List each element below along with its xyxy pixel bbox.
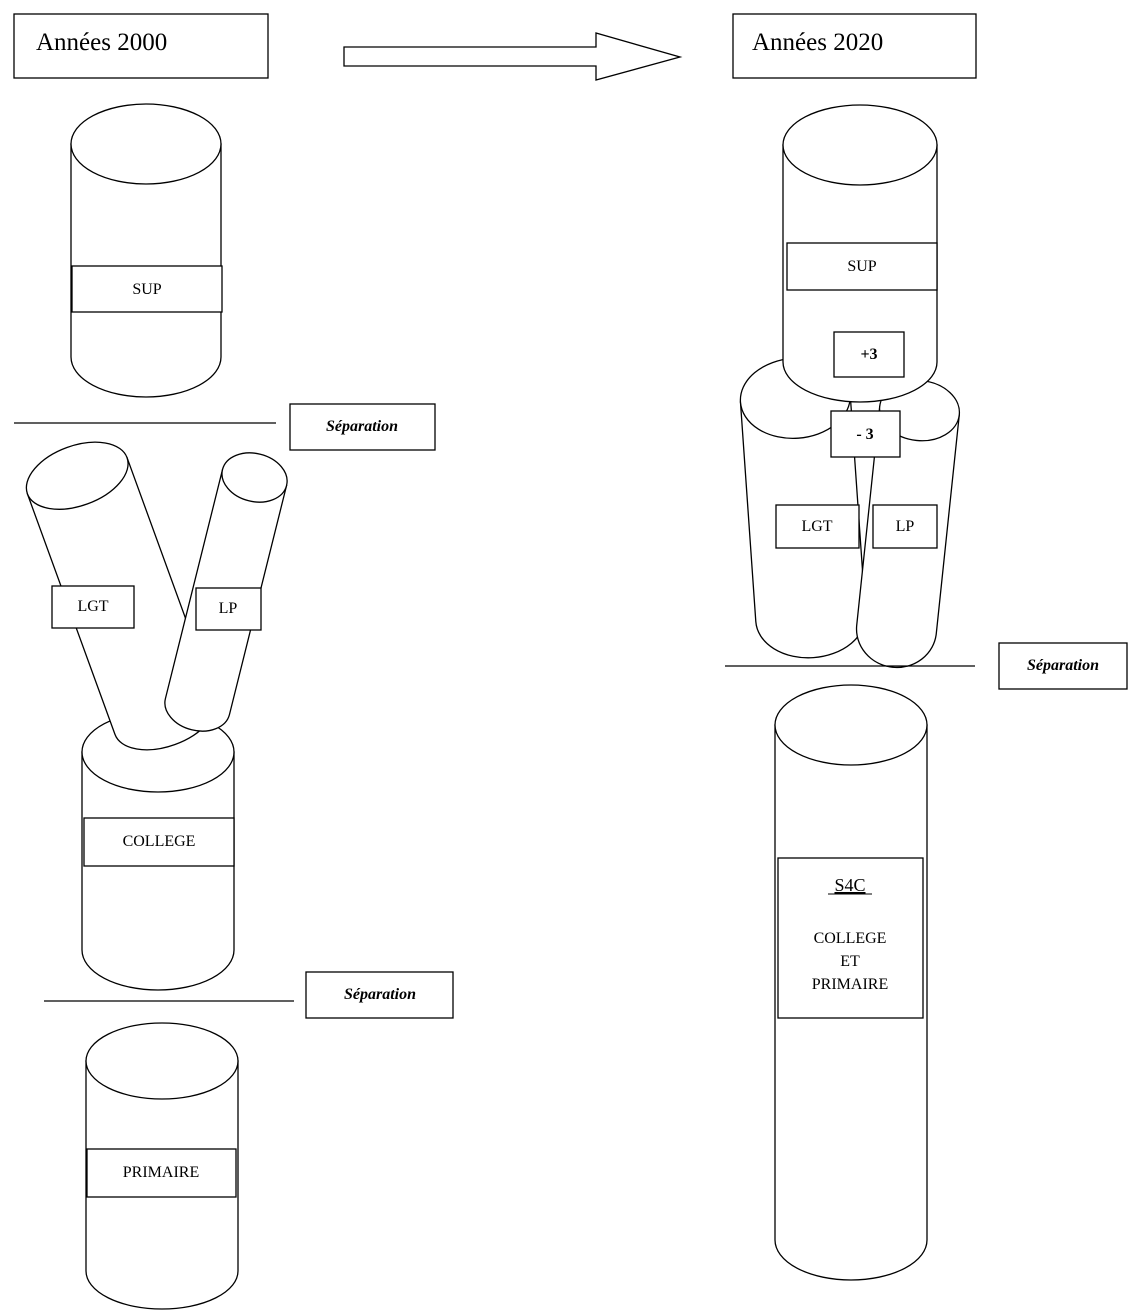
label-s4c-line3: PRIMAIRE <box>812 976 888 993</box>
label-box-primaire-2000: PRIMAIRE <box>86 1148 237 1198</box>
label-lp-2020: LP <box>896 518 915 535</box>
transition-arrow <box>343 32 683 81</box>
label-primaire-2000: PRIMAIRE <box>123 1164 199 1181</box>
label-box-lp-2020: LP <box>872 504 938 549</box>
label-lp-2000: LP <box>219 600 238 617</box>
title-box-2020: Années 2020 <box>732 13 977 79</box>
label-college-2000: COLLEGE <box>123 833 196 850</box>
separation-label-2: Séparation <box>344 986 416 1003</box>
label-s4c-title: S4C <box>834 875 865 895</box>
label-minus3: - 3 <box>856 426 873 443</box>
label-box-sup-2000: SUP <box>71 265 223 313</box>
label-box-lp-2000: LP <box>195 587 262 631</box>
separation-box-2020: Séparation <box>998 642 1128 690</box>
label-box-lgt-2000: LGT <box>51 585 135 629</box>
separation-label-2020: Séparation <box>1027 657 1099 674</box>
separation-box-1: Séparation <box>289 403 436 451</box>
label-sup-2000: SUP <box>132 281 161 298</box>
label-lgt-2020: LGT <box>801 518 832 535</box>
label-box-sup-2020: SUP <box>786 242 938 291</box>
label-box-s4c: S4C COLLEGE ET PRIMAIRE <box>777 857 924 1019</box>
label-box-college-2000: COLLEGE <box>83 817 235 867</box>
label-box-minus3: - 3 <box>830 410 901 458</box>
label-s4c-line1: COLLEGE <box>814 930 887 947</box>
label-box-plus3: +3 <box>833 331 905 378</box>
label-s4c-line2: ET <box>840 953 860 970</box>
separation-label-1: Séparation <box>326 418 398 435</box>
separation-box-2: Séparation <box>305 971 454 1019</box>
title-box-2000: Années 2000 <box>13 13 269 79</box>
cylinder-sup-2000 <box>70 103 222 398</box>
title-2000: Années 2000 <box>36 29 167 56</box>
label-box-lgt-2020: LGT <box>775 504 860 549</box>
label-plus3: +3 <box>860 346 877 363</box>
label-sup-2020: SUP <box>847 258 876 275</box>
title-2020: Années 2020 <box>752 29 883 56</box>
label-lgt-2000: LGT <box>77 598 108 615</box>
